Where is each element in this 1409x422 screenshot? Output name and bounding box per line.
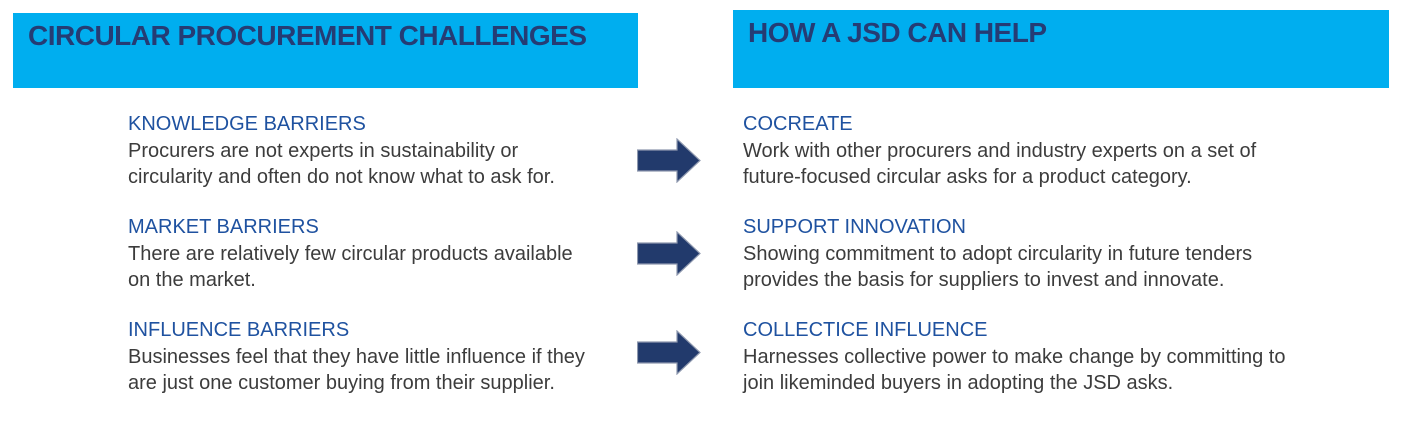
help-title: COCREATE bbox=[743, 113, 853, 135]
help-body: Harnesses collective power to make chang… bbox=[743, 346, 1286, 394]
challenge-body: Procurers are not experts in sustainabil… bbox=[128, 140, 555, 188]
challenges-header-banner: CIRCULAR PROCUREMENT CHALLENGES bbox=[13, 13, 638, 88]
challenge-title: KNOWLEDGE BARRIERS bbox=[128, 113, 366, 135]
help-item-collective-influence: COLLECTICE INFLUENCE Harnesses collectiv… bbox=[743, 318, 1368, 396]
challenge-item-influence-barriers: INFLUENCE BARRIERS Businesses feel that … bbox=[128, 318, 673, 396]
jsd-help-header-banner: HOW A JSD CAN HELP bbox=[733, 10, 1389, 88]
right-arrow-icon bbox=[637, 138, 701, 183]
help-body: Showing commitment to adopt circularity … bbox=[743, 243, 1253, 291]
challenge-title: INFLUENCE BARRIERS bbox=[128, 319, 350, 341]
challenge-item-market-barriers: MARKET BARRIERS There are relatively few… bbox=[128, 215, 673, 293]
help-title: SUPPORT INNOVATION bbox=[743, 216, 966, 238]
challenge-title: MARKET BARRIERS bbox=[128, 216, 319, 238]
right-arrow-icon bbox=[637, 330, 701, 375]
help-title: COLLECTICE INFLUENCE bbox=[743, 319, 988, 341]
challenge-body: Businesses feel that they have little in… bbox=[128, 346, 585, 394]
help-item-support-innovation: SUPPORT INNOVATION Showing commitment to… bbox=[743, 215, 1368, 293]
right-arrow-icon bbox=[637, 231, 701, 276]
challenges-header-title: CIRCULAR PROCUREMENT CHALLENGES bbox=[28, 20, 587, 51]
challenge-body: There are relatively few circular produc… bbox=[128, 243, 573, 291]
help-item-cocreate: COCREATE Work with other procurers and i… bbox=[743, 112, 1368, 190]
challenge-item-knowledge-barriers: KNOWLEDGE BARRIERS Procurers are not exp… bbox=[128, 112, 673, 190]
jsd-help-header-title: HOW A JSD CAN HELP bbox=[748, 17, 1047, 48]
help-body: Work with other procurers and industry e… bbox=[743, 140, 1257, 188]
